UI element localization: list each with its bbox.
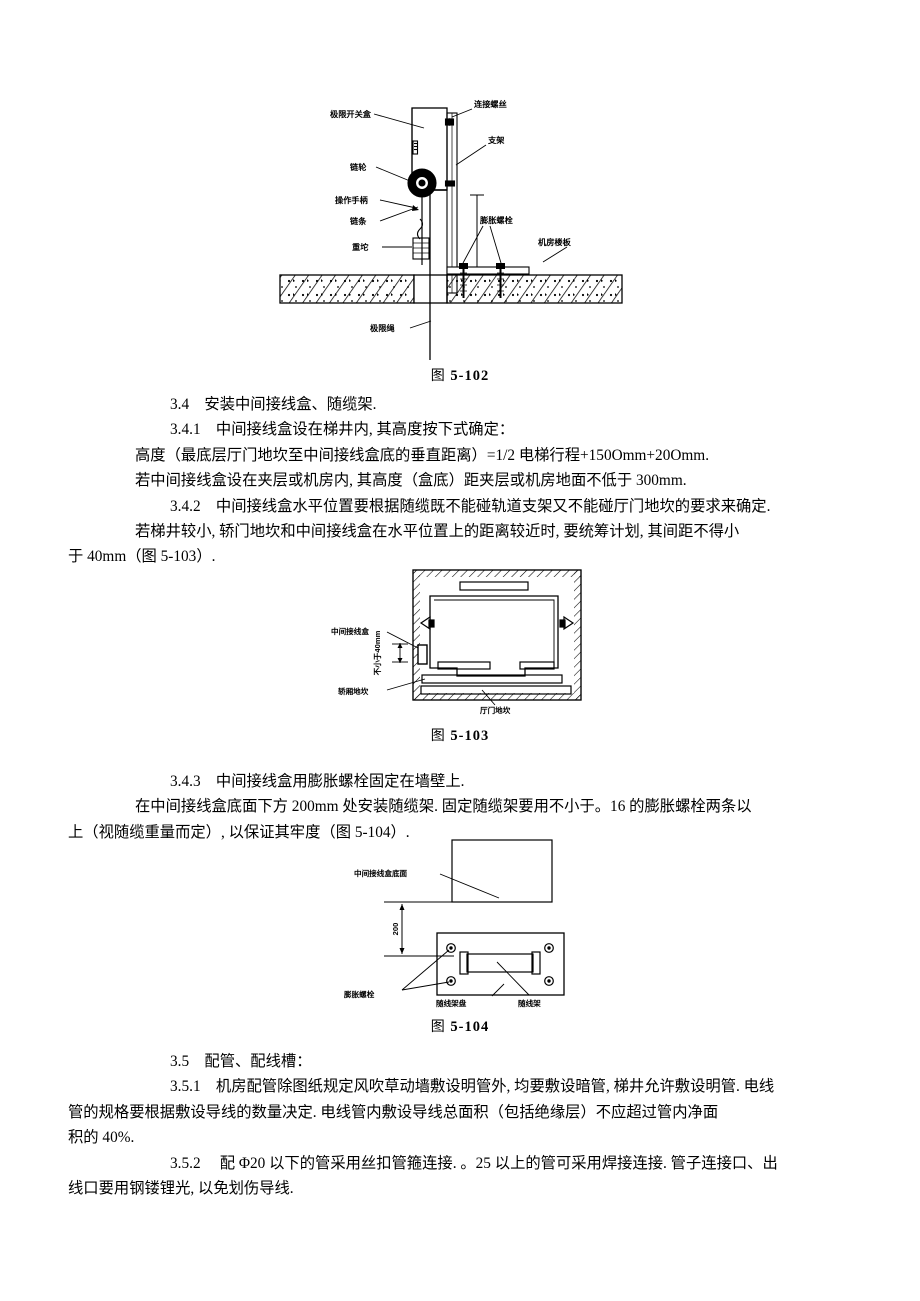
label-expansion-bolt: 膨胀螺栓 xyxy=(479,215,514,225)
caption-prefix: 图 xyxy=(430,729,446,744)
caption-prefix: 图 xyxy=(430,1020,446,1035)
label-landing-sill: 厅门地坎 xyxy=(480,705,511,715)
para-3-5-2: 3.5.2 配 Φ20 以下的管采用丝扣管箍连接. 。25 以上的管可采用焊接连… xyxy=(170,1154,778,1172)
figure-5-103: 中间接线盒 不小于40mm 轿厢地坎 厅门地坎 xyxy=(330,563,595,723)
label-machine-room-slab: 机房楼板 xyxy=(538,237,572,247)
para-3-4-1: 3.4.1 中间接线盒设在梯井内, 其高度按下式确定： xyxy=(170,421,515,439)
figure-5-104-caption: 图 5-104 xyxy=(0,1016,920,1036)
caption-number: 5-103 xyxy=(450,728,490,744)
label-limit-rope: 极限绳 xyxy=(370,323,395,333)
section-3-5: 3.5 配管、配线槽： 3.5.1 机房配管除图纸规定风吹草动墙敷设明管外, 均… xyxy=(68,1049,863,1201)
para-3-5-1-cont: 管的规格要根据敷设导线的数量决定. 电线管内敷设导线总面积（包括绝缘层）不应超过… xyxy=(68,1103,719,1121)
para-3-4-3-cont2: 上（视随缆重量而定）, 以保证其牢度（图 5-104）. xyxy=(68,823,410,841)
para-3-4-1-note: 若中间接线盒设在夹层或机房内, 其高度（盒底）距夹层或机房地面不低于 300mm… xyxy=(135,472,687,490)
label-connecting-screw: 连接螺丝 xyxy=(474,99,507,109)
caption-prefix: 图 xyxy=(430,369,446,384)
para-3-4-3: 3.4.3 中间接线盒用膨胀螺栓固定在墙壁上. xyxy=(170,773,465,790)
section-3-4-3: 3.4.3 中间接线盒用膨胀螺栓固定在墙壁上. 在中间接线盒底面下方 200mm… xyxy=(68,769,863,845)
para-3-4-2-cont: 若梯井较小, 轿门地坎和中间接线盒在水平位置上的距离较近时, 要统筹计划, 其间… xyxy=(135,523,740,541)
label-bracket: 支架 xyxy=(487,135,505,145)
caption-number: 5-104 xyxy=(450,1019,490,1035)
label-junction-box: 中间接线盒 xyxy=(331,626,369,636)
para-3-5-1: 3.5.1 机房配管除图纸规定风吹草动墙敷设明管外, 均要敷设暗管, 梯井允许敷… xyxy=(170,1078,775,1096)
label-car-sill: 轿厢地坎 xyxy=(338,686,369,696)
para-3-4: 3.4 安装中间接线盒、随缆架. xyxy=(170,396,377,413)
figure-5-102-caption: 图 5-102 xyxy=(0,365,920,385)
label-chain: 链条 xyxy=(350,216,367,226)
label-operating-handle: 操作手柄 xyxy=(335,195,368,205)
label-min-gap: 不小于40mm xyxy=(372,630,382,675)
para-3-4-3-cont: 在中间接线盒底面下方 200mm 处安装随缆架. 固定随缆架要用不小于。16 的… xyxy=(135,798,752,816)
label-cable-rack-plate: 随线架盘 xyxy=(436,998,467,1008)
figure-5-103-caption: 图 5-103 xyxy=(0,725,920,745)
label-junction-box-bottom: 中间接线盒底面 xyxy=(354,868,408,878)
para-3-5: 3.5 配管、配线槽： xyxy=(170,1053,312,1070)
label-cable-rack: 随线架 xyxy=(518,998,541,1008)
para-3-4-2-cont2: 于 40mm（图 5-103）. xyxy=(68,548,216,566)
para-3-5-1-cont2: 积的 40%. xyxy=(68,1129,135,1147)
label-sprocket: 链轮 xyxy=(350,162,367,172)
figure-5-102: 极限开关盒 连接螺丝 链轮 支架 操作手柄 链条 膨胀螺栓 重坨 机房楼板 极限… xyxy=(279,95,623,365)
para-3-4-2: 3.4.2 中间接线盒水平位置要根据随缆既不能碰轨道支架又不能碰厅门地坎的要求来… xyxy=(170,497,771,515)
para-3-5-2-cont: 线口要用钢镂锂光, 以免划伤导线. xyxy=(68,1180,294,1198)
caption-number: 5-102 xyxy=(450,368,490,384)
section-3-4: 3.4 安装中间接线盒、随缆架. 3.4.1 中间接线盒设在梯井内, 其高度按下… xyxy=(68,392,863,570)
label-weight: 重坨 xyxy=(352,242,368,252)
label-limit-switch-box: 极限开关盒 xyxy=(330,109,372,119)
figure-5-104: 中间接线盒底面 200 膨胀螺栓 随线架盘 随线架 xyxy=(332,838,602,1013)
label-expansion-bolt: 膨胀螺栓 xyxy=(343,989,375,999)
label-dimension-200: 200 xyxy=(391,923,400,936)
para-3-4-1-formula: 高度（最底层厅门地坎至中间接线盒底的垂直距离）=1/2 电梯行程+150Omm+… xyxy=(135,446,710,464)
